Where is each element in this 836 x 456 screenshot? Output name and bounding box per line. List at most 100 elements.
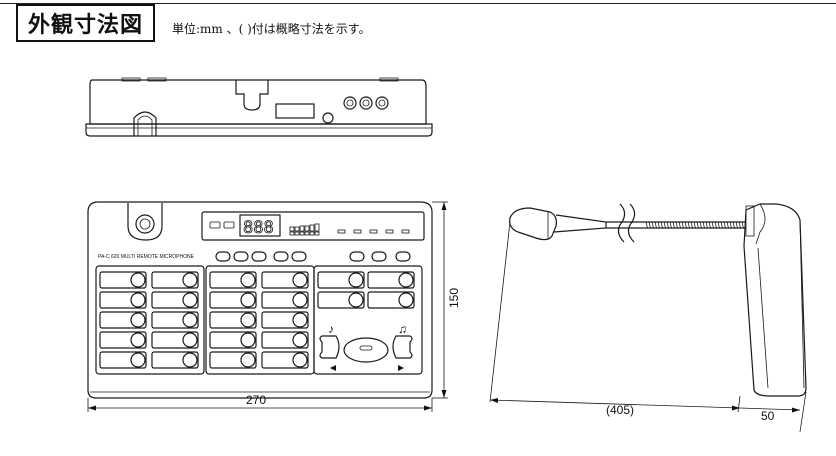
top-bump xyxy=(147,77,167,82)
preset-key xyxy=(151,311,199,329)
body-front-extension xyxy=(737,395,741,413)
gooseneck-rib xyxy=(717,221,720,229)
cable-arch-inner xyxy=(137,115,153,136)
body-extension-line xyxy=(799,391,807,433)
model-label: PA-C 620 MULTI REMOTE MICROPHONE xyxy=(98,254,195,260)
top-bump xyxy=(379,77,399,82)
level-meter xyxy=(289,223,320,236)
side-body xyxy=(743,203,807,397)
mic-head xyxy=(509,207,557,241)
preset-key xyxy=(151,351,199,369)
preset-key xyxy=(209,331,257,349)
key-panel-left xyxy=(95,265,205,375)
gooseneck-rib xyxy=(654,221,657,229)
led xyxy=(353,229,362,234)
width-dimension: 270 xyxy=(246,393,266,407)
side-view xyxy=(509,203,807,397)
gooseneck-rib xyxy=(657,221,660,229)
gooseneck-rib xyxy=(663,221,666,229)
jack-icon xyxy=(343,96,357,110)
preset-key xyxy=(99,271,147,289)
front-view: 888 PA-C 620 MULTI REMOTE MICROPHONE xyxy=(87,201,433,399)
gooseneck-rib xyxy=(696,221,699,229)
unit-note: 単位:mm 、( )付は概略寸法を示す。 xyxy=(172,22,371,36)
mic-mount xyxy=(745,205,755,237)
gooseneck-rib xyxy=(726,221,729,229)
preset-key xyxy=(209,271,257,289)
gooseneck-rib xyxy=(738,221,741,229)
gooseneck-rib xyxy=(690,221,693,229)
top-rule xyxy=(0,3,836,4)
seven-seg-display xyxy=(239,214,281,237)
preset-key xyxy=(261,351,309,369)
jack-inner xyxy=(346,99,354,107)
gooseneck-rib xyxy=(702,221,705,229)
preset-key xyxy=(261,291,309,309)
display-digits: 888 xyxy=(243,218,274,238)
gooseneck-rib xyxy=(651,221,654,229)
gooseneck-rib xyxy=(735,221,738,229)
top-bump xyxy=(121,77,141,82)
gooseneck-rib xyxy=(645,221,648,229)
indicator xyxy=(223,221,235,229)
led xyxy=(337,229,346,234)
key-panel-right xyxy=(313,265,423,375)
side-body-contour xyxy=(755,203,766,245)
gooseneck-rib xyxy=(711,221,714,229)
gooseneck-rib xyxy=(693,221,696,229)
led xyxy=(401,229,410,234)
top-pill-buttons xyxy=(215,251,411,262)
preset-key xyxy=(367,271,415,289)
gooseneck-rib xyxy=(720,221,723,229)
mic-length-line xyxy=(489,399,741,409)
preset-key xyxy=(99,351,147,369)
jack-inner xyxy=(378,99,386,107)
gooseneck-rib xyxy=(699,221,702,229)
mic-length-dimension: (405) xyxy=(606,403,634,417)
indicator xyxy=(209,221,221,229)
gooseneck-rib xyxy=(681,221,684,229)
svg-text:♫: ♫ xyxy=(398,322,407,336)
jack-icon xyxy=(375,96,389,110)
depth-line xyxy=(739,407,801,411)
gooseneck-rib xyxy=(714,221,717,229)
led xyxy=(385,229,394,234)
preset-key xyxy=(99,311,147,329)
display-panel xyxy=(201,211,425,241)
title-box: 外観寸法図 xyxy=(16,4,156,42)
preset-key xyxy=(261,331,309,349)
height-dimension: 150 xyxy=(447,288,461,308)
svg-text:♪: ♪ xyxy=(328,322,334,336)
gooseneck-rib xyxy=(684,221,687,229)
preset-key xyxy=(261,271,309,289)
top-view xyxy=(85,77,433,137)
side-body-back xyxy=(799,219,805,389)
preset-key xyxy=(317,291,365,309)
hook-connector xyxy=(235,80,269,111)
jack-icon xyxy=(359,96,373,110)
front-dimensions: 270 150 xyxy=(87,201,461,412)
preset-key xyxy=(151,291,199,309)
rear-port xyxy=(275,103,315,119)
top-view-base xyxy=(85,123,433,137)
mic-socket-inner xyxy=(139,218,151,230)
gooseneck-rib xyxy=(660,221,663,229)
gooseneck-rib xyxy=(729,221,732,229)
preset-key xyxy=(317,271,365,289)
gooseneck-rib xyxy=(705,221,708,229)
gooseneck-rib xyxy=(648,221,651,229)
preset-key xyxy=(367,291,415,309)
gooseneck-rib xyxy=(741,221,744,229)
jack-inner xyxy=(362,99,370,107)
side-dimensions: (405) 50 xyxy=(489,221,807,433)
gooseneck-rib xyxy=(723,221,726,229)
depth-dimension: 50 xyxy=(761,409,775,423)
key-grid xyxy=(99,271,415,369)
gooseneck-rib xyxy=(678,221,681,229)
page-title: 外観寸法図 xyxy=(28,12,144,38)
preset-key xyxy=(209,351,257,369)
mic-neck xyxy=(553,214,607,233)
break-mark xyxy=(627,203,636,243)
gooseneck-rib xyxy=(675,221,678,229)
mic-socket xyxy=(127,203,163,241)
